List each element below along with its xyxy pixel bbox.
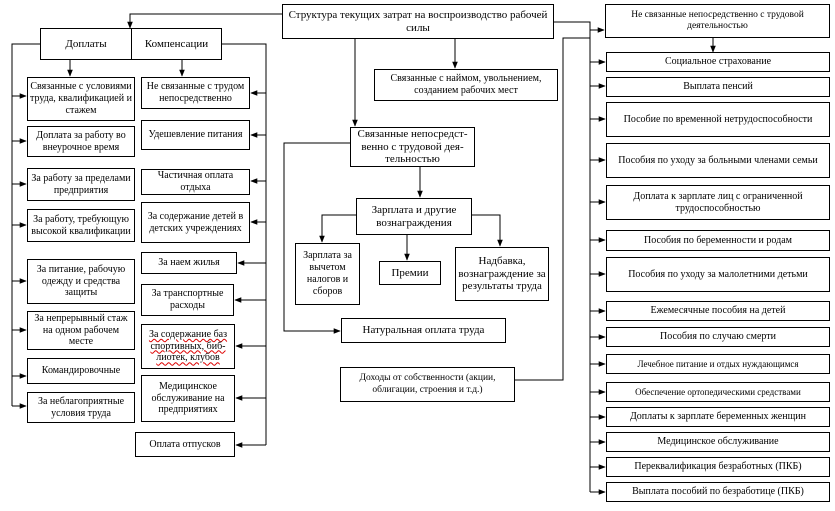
doplaty-header: Доплаты	[40, 28, 132, 60]
doplata-box: За питание, рабочую одежду и средства за…	[27, 259, 135, 304]
labor-related-box: Связанные непосредст-венно с трудовой де…	[350, 127, 475, 167]
compensation-box: Частичная оплата отдыха	[141, 169, 250, 195]
in-kind-pay-box: Натуральная оплата труда	[341, 318, 506, 343]
social-box: Медицинское обслуживание	[606, 432, 830, 452]
compensation-box: Удешевление питания	[141, 120, 250, 150]
doplata-box: За неблагоприятные условия труда	[27, 392, 135, 423]
social-box: Пособия по случаю смерти	[606, 327, 830, 347]
social-box: Пособия по уходу за больными членами сем…	[606, 143, 830, 178]
compensations-header: Компенсации	[131, 28, 222, 60]
social-box: Доплата к зарплате лиц с ограниченной тр…	[606, 185, 830, 220]
compensation-box: Медицинское обслуживание на предприятиях	[141, 375, 235, 422]
social-box: Выплата пособий по безработице (ПКБ)	[606, 482, 830, 502]
compensation-box: За наем жилья	[141, 252, 237, 274]
social-box: Пособия по беременности и родам	[606, 230, 830, 251]
social-box: Лечебное питание и отдых нуждающимся	[606, 354, 830, 374]
social-box: Переквалификация безработных (ПКБ)	[606, 457, 830, 477]
social-box: Обеспечение ортопедическими средствами	[606, 382, 830, 402]
social-box: Социальное страхование	[606, 52, 830, 72]
social-box: Пособия по уходу за малолетними детьми	[606, 257, 830, 292]
hiring-costs-box: Связанные с наймом, увольнением, создани…	[374, 69, 558, 101]
doplata-box: Командировочные	[27, 358, 135, 384]
social-box: Пособие по временной нетрудоспособности	[606, 102, 830, 137]
surcharge-box: Надбавка, вознаграждение за результаты т…	[455, 247, 549, 301]
wage-net-box: Зарплата за вычетом налогов и сборов	[295, 243, 360, 305]
social-box: Выплата пенсий	[606, 77, 830, 97]
compensation-box: За содержание баз спортивных, биб-лиотек…	[141, 324, 235, 369]
compensation-box: Оплата отпусков	[135, 432, 235, 457]
social-box: Доплаты к зарплате беременных женщин	[606, 407, 830, 427]
doplata-box: Доплата за работу во внеурочное время	[27, 126, 135, 157]
bonuses-box: Премии	[379, 261, 441, 285]
compensation-box: Не связанные с трудом непосредственно	[141, 77, 250, 109]
compensation-box: За транспортные расходы	[141, 284, 234, 316]
doplata-box: За работу, требующую высокой квалификаци…	[27, 209, 135, 242]
social-box: Ежемесячные пособия на детей	[606, 301, 830, 321]
wages-box: Зарплата и другие вознаграждения	[356, 198, 472, 235]
doplata-box: Связанные с условиями труда, квалификаци…	[27, 77, 135, 121]
compensation-box: За содержание детей в детских учреждения…	[141, 202, 250, 243]
doplata-box: За непрерывный стаж на одном рабочем мес…	[27, 311, 135, 350]
doplata-box: За работу за пределами предприятия	[27, 168, 135, 201]
property-income-box: Доходы от собственности (акции, облигаци…	[340, 367, 515, 402]
diagram-title: Структура текущих затрат на воспроизводс…	[282, 4, 554, 39]
non-labor-box: Не связанные непосредственно с трудовой …	[605, 4, 830, 38]
